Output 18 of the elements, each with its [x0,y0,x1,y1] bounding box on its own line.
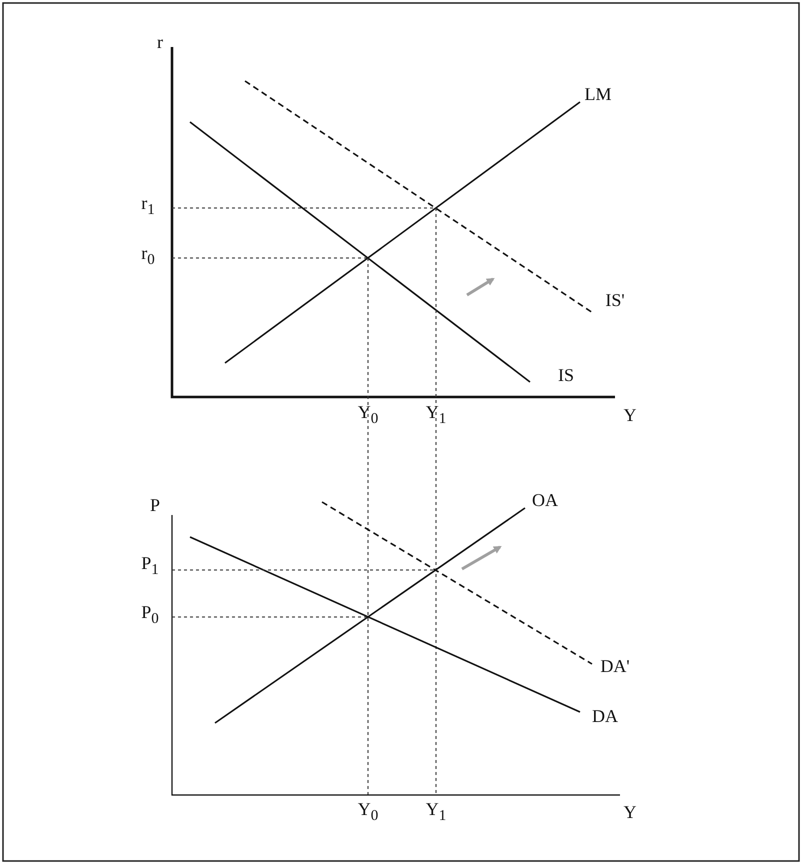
curve-label: DA' [600,657,630,675]
tick-label: P$_{0}$ [141,603,159,627]
curve-label: IS [558,366,574,384]
tick-label: Y$_{1}$ [426,403,446,427]
axis-label: Y [624,406,636,424]
tick-label: r$_{1}$ [141,194,155,218]
curve-label: OA [532,491,558,509]
axis-label: r [157,33,163,51]
curve-label: IS' [605,291,625,309]
tick-label: P$_{1}$ [141,554,159,578]
tick-label: Y$_{1}$ [426,800,446,824]
axis-label: P [150,496,160,514]
tick-label: r$_{0}$ [141,244,155,268]
axis-label: Y [624,803,636,821]
tick-label: Y$_{0}$ [358,800,378,824]
curve-label: LM [584,85,612,103]
curve-label: DA [592,707,618,725]
tick-label: Y$_{0}$ [358,403,378,427]
